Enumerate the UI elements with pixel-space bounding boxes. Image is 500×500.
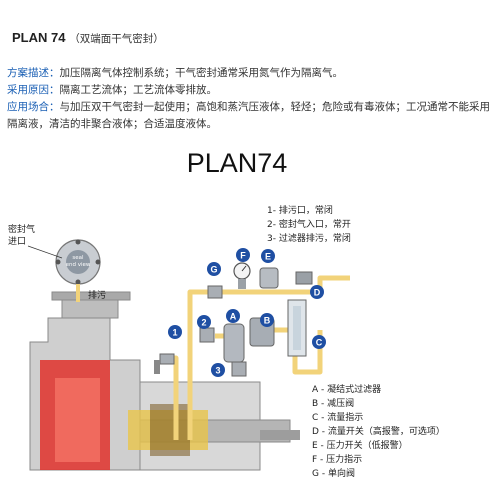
pump-casing	[29, 291, 300, 471]
reason-line: 采用原因：隔离工艺流体；工艺流体零排放。	[7, 82, 495, 99]
legend-f: F - 压力指示	[312, 453, 362, 465]
description-text: 加压隔离气体控制系统；干气密封通常采用氮气作为隔离气。	[59, 67, 344, 79]
marker-e: E	[265, 252, 271, 262]
diagram-title: PLAN74	[187, 148, 288, 178]
seal-gas-inlet-label: 进口	[8, 236, 26, 247]
reason-text: 隔离工艺流体；工艺流体零排放。	[59, 84, 218, 96]
legend-g: G - 单向阀	[312, 467, 355, 479]
legend-a: A - 凝结式过滤器	[312, 383, 381, 395]
application-line: 应用场合：与加压双干气密封一起使用；高饱和蒸汽压液体，轻烃；危险或有毒液体；工况…	[7, 99, 495, 133]
seal-end-view: seal end view	[55, 239, 101, 302]
description-line: 方案描述：加压隔离气体控制系统；干气密封通常采用氮气作为隔离气。	[7, 65, 495, 82]
plan-subtitle: （双端面干气密封）	[69, 33, 164, 45]
drain-label: 排污	[88, 289, 106, 301]
description-label: 方案描述：	[7, 67, 60, 79]
legend-b: B - 减压阀	[312, 397, 354, 409]
marker-2: 2	[201, 318, 206, 328]
marker-g: G	[210, 265, 217, 275]
marker-1: 1	[172, 328, 177, 338]
reason-label: 采用原因：	[7, 84, 60, 96]
legend-e: E - 压力开关（低报警）	[312, 439, 408, 451]
seal-end-view-label-1: seal	[72, 255, 84, 261]
legend-c: C - 流量指示	[312, 411, 363, 423]
instruments	[154, 262, 313, 377]
markers: A B C D E F G 1 2 3	[168, 248, 326, 377]
application-text: 与加压双干气密封一起使用；高饱和蒸汽压液体，轻烃；危险或有毒液体；工况通常不能采…	[7, 101, 490, 130]
port-note-2: 2- 密封气入口，常开	[267, 218, 351, 230]
seal-gas-label: 密封气	[8, 223, 35, 235]
seal-end-view-label-2: end view	[66, 262, 91, 268]
legend-d: D - 流量开关（高报警，可选项）	[312, 425, 445, 437]
plan-title: PLAN 74	[12, 30, 66, 45]
port-notes: 1- 排污口，常闭 2- 密封气入口，常开 3- 过滤器排污，常闭	[267, 204, 351, 244]
application-label: 应用场合：	[7, 101, 60, 113]
legend: A - 凝结式过滤器 B - 减压阀 C - 流量指示 D - 流量开关（高报警…	[312, 383, 445, 479]
marker-d: D	[314, 288, 321, 298]
page-title: PLAN 74 （双端面干气密封）	[12, 30, 164, 46]
port-note-1: 1- 排污口，常闭	[267, 204, 333, 216]
marker-b: B	[264, 316, 271, 326]
port-note-3: 3- 过滤器排污，常闭	[267, 232, 351, 244]
marker-3: 3	[215, 366, 220, 376]
marker-c: C	[316, 338, 323, 348]
marker-a: A	[230, 312, 237, 322]
marker-f: F	[240, 251, 246, 261]
